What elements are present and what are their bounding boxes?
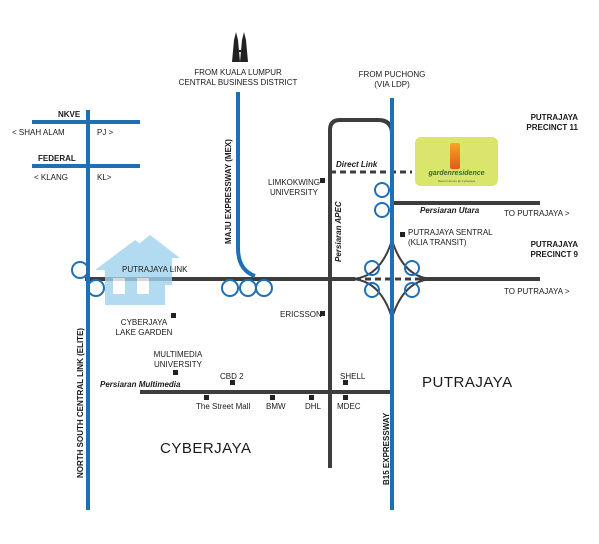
shell-label: SHELL [340,372,366,381]
street-mall-marker [204,395,209,400]
from-puchong-label: FROM PUCHONG(VIA LDP) [358,70,426,89]
grey-roads [85,118,540,468]
b15-label: B15 EXPRESSWAY [382,412,391,485]
persiaran-apec-label: Persiaran APEC [334,201,343,262]
to-putrajaya-2-label: TO PUTRAJAYA > [504,287,570,296]
cyberjaya-label: CYBERJAYA [160,440,252,457]
cbd2-marker [230,380,235,385]
garden-residence-logo: gardenresidence Resort Homes @ Cyberjaya [415,137,498,186]
dhl-marker [309,395,314,400]
lake-garden-marker [171,313,176,318]
dashed-links [330,170,420,281]
kl-towers-icon [232,32,248,62]
maju-expressway-label: MAJU EXPRESSWAY (MEX) [224,139,233,244]
persiaran-multimedia-label: Persiaran Multimedia [100,380,181,389]
to-putrajaya-1-label: TO PUTRAJAYA > [504,209,570,218]
persiaran-utara-label: Persiaran Utara [420,206,480,215]
cbd2-label: CBD 2 [220,372,244,381]
putrajaya-label: PUTRAJAYA [422,374,513,391]
loop-ramps [71,182,420,298]
mmu-marker [173,370,178,375]
putrajaya-sentral-marker [400,232,405,237]
logo-name: gardenresidence [428,170,485,177]
putrajaya-sentral-label: PUTRAJAYA SENTRAL(KLIA TRANSIT) [408,228,493,247]
bmw-label: BMW [266,402,286,411]
ericsson-marker [320,311,325,316]
home-watermark-icon [95,235,180,305]
nscl-label: NORTH SOUTH CENTRAL LINK (ELITE) [76,327,85,478]
nkve-label: NKVE [58,110,81,119]
apec-loop-road [328,118,394,155]
klang-label: < KLANG [34,173,69,182]
logo-mark-icon [450,143,460,169]
blue-roads [32,92,394,510]
mdec-label: MDEC [337,402,361,411]
street-mall-label: The Street Mall [196,402,251,411]
shah-alam-label: < SHAH ALAM [12,128,65,137]
putrajaya-link-label: PUTRAJAYA LINK [122,265,188,274]
limkokwing-marker [320,178,325,183]
mex-curve [236,247,256,278]
mdec-marker [343,395,348,400]
shell-marker [343,380,348,385]
logo-tagline: Resort Homes @ Cyberjaya [437,179,476,183]
direct-link-label: Direct Link [336,160,378,169]
kl-label: KL> [97,173,112,182]
federal-label: FEDERAL [38,154,76,163]
pj-label: PJ > [97,128,114,137]
ericsson-label: ERICSSON [280,310,322,319]
dhl-label: DHL [305,402,322,411]
bmw-marker [270,395,275,400]
